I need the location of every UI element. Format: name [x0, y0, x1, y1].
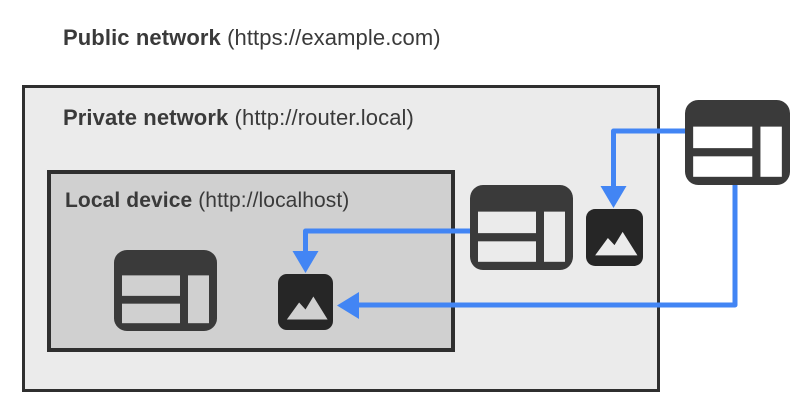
private-network-label-bold: Private network: [63, 105, 229, 130]
private-browser-window-icon: [470, 185, 573, 270]
local-browser-window-icon: [114, 250, 217, 331]
public-browser-window-icon: [685, 100, 790, 185]
public-network-label-bold: Public network: [63, 25, 221, 50]
private-network-label-url: (http://router.local): [228, 105, 414, 130]
local-device-label-bold: Local device: [65, 189, 193, 212]
private-image-icon: [586, 209, 643, 266]
local-device-label: Local device (http://localhost): [65, 189, 349, 213]
public-network-label: Public network (https://example.com): [63, 25, 441, 51]
local-image-icon: [278, 274, 333, 330]
local-device-label-url: (http://localhost): [192, 189, 350, 212]
private-network-label: Private network (http://router.local): [63, 105, 414, 131]
public-network-label-url: (https://example.com): [220, 25, 441, 50]
